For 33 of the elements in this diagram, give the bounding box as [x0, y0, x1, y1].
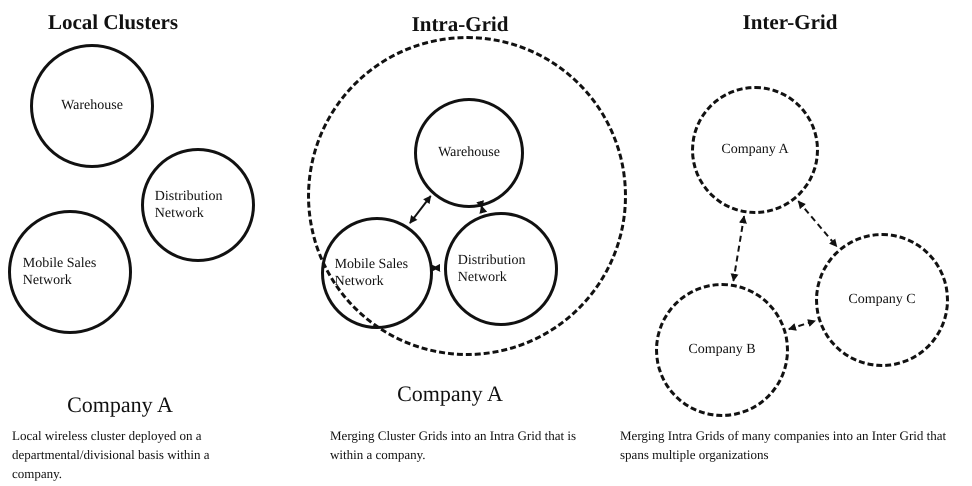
description-text: Merging Cluster Grids into an Intra Grid that is within a company. — [330, 427, 578, 464]
panel-title: Inter-Grid — [742, 10, 838, 35]
arrow — [430, 264, 440, 272]
arrow — [730, 215, 747, 282]
circle-node — [141, 148, 255, 262]
circle-node — [691, 86, 819, 214]
company-label: Company A — [67, 392, 173, 418]
company-label: Company A — [397, 381, 503, 407]
circle-node — [655, 283, 789, 417]
circle-node — [414, 98, 524, 208]
arrow — [409, 195, 432, 224]
circle-node — [321, 217, 433, 329]
panel-title: Intra-Grid — [412, 12, 508, 37]
description-text: Merging Intra Grids of many companies into an Inter Grid that spans multiple organizations — [620, 427, 948, 464]
description-text: Local wireless cluster deployed on a departmental/divisional basis within a company. — [12, 427, 210, 483]
node-label: Company B — [688, 341, 756, 359]
circle-node — [8, 210, 132, 334]
node-label: Warehouse — [438, 144, 500, 162]
group-circle — [307, 36, 627, 356]
panel-title: Local Clusters — [48, 10, 178, 35]
node-label: Mobile Sales Network — [334, 256, 410, 290]
circle-node — [444, 212, 558, 326]
circle-node — [815, 233, 949, 367]
circle-node — [30, 44, 154, 168]
node-label: Mobile Sales Network — [22, 254, 98, 290]
node-label: Company A — [721, 141, 789, 159]
arrow — [798, 200, 838, 248]
node-label: Warehouse — [61, 97, 123, 115]
arrow — [788, 319, 816, 331]
node-label: Company C — [848, 291, 916, 309]
node-label: Distribution Network — [458, 252, 526, 286]
node-label: Distribution Network — [154, 188, 224, 222]
arrow — [476, 200, 488, 214]
